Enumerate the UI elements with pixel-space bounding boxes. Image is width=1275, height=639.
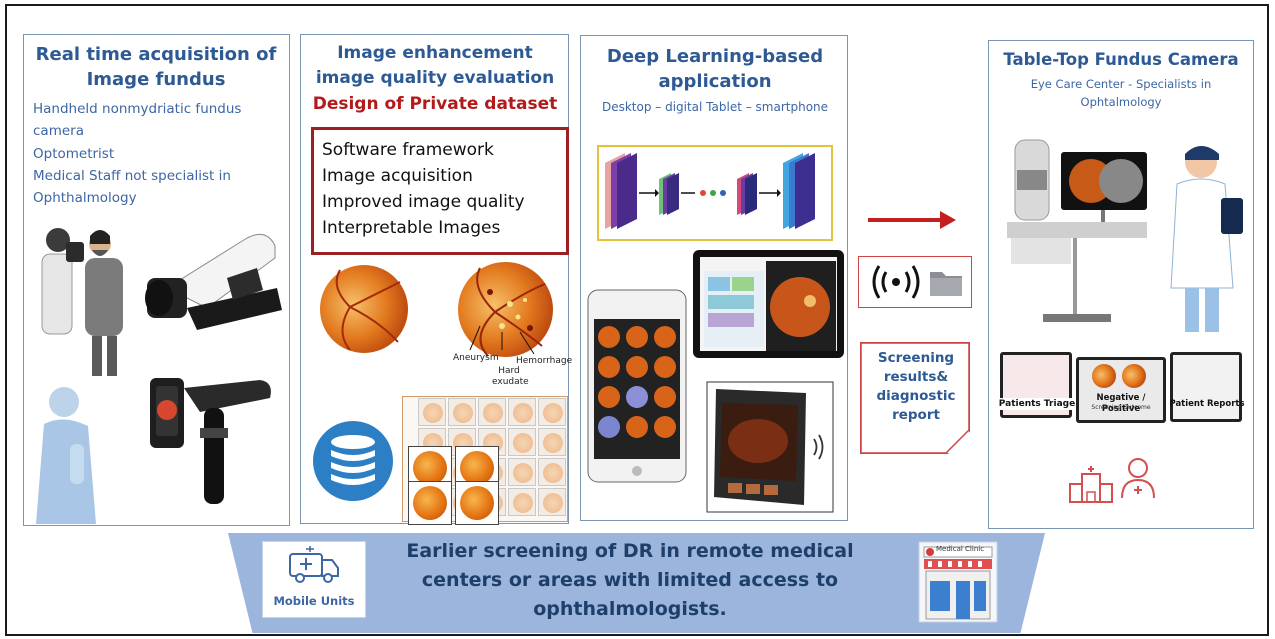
acquisition-title: Real time acquisition of Image fundus [35,44,277,90]
private-dataset-title: Design of Private dataset [312,94,558,114]
deep-learning-subtitle: Desktop – digital Tablet – smartphone [601,100,829,114]
tablet-wireless-illustration [706,381,834,513]
report-callout [860,342,970,454]
tabletop-camera-illustration [1007,139,1147,322]
deep-learning-title: Deep Learning-based application [606,46,824,92]
dataset-grid-thumbnail [543,403,563,423]
dataset-grid-cell [538,428,566,456]
tabletop-subtitle: Eye Care Center - Specialists in Ophtalm… [1030,77,1212,109]
acquisition-line-1: Handheld nonmydriatic fundus camera [33,101,242,139]
dataset-grid-thumbnail [453,403,473,423]
framework-line-4: Interpretable Images [322,218,501,238]
dataset-grid-cell [508,398,536,426]
monitor-screening-outcome-label: Negative / Positive [1096,393,1146,414]
framework-line-3: Improved image quality [322,192,525,212]
optometrist-illustration [41,228,123,376]
ophthalmoscope-illustration [150,378,271,504]
dataset-grid-cell [448,398,476,426]
dataset-grid-cell [478,398,506,426]
hospital-icon [1069,466,1113,503]
monitor-fundus-left [1092,364,1116,388]
doctor-illustration [1170,146,1243,332]
database-icon [313,421,393,501]
framework-line-1: Software framework [322,140,494,160]
dataset-grid-thumbnail [543,493,563,513]
dataset-grid-thumbnail [543,433,563,453]
tablet-app-illustration [693,250,844,358]
tabletop-title: Table-Top Fundus Camera [1003,50,1239,69]
handheld-camera-illustration [145,233,282,330]
dataset-grid-cell [538,488,566,516]
monitor-screening-outcome-sublabel: Screening Outcome [1091,404,1151,411]
selected-fundus-thumbnail [460,451,494,485]
dataset-grid-cell [538,458,566,486]
dataset-grid-thumbnail [543,463,563,483]
acquisition-line-3: Medical Staff not specialist in Ophthalm… [33,168,231,206]
dataset-grid-thumbnail [423,403,443,423]
selected-fundus-thumbnail [460,486,494,520]
dataset-grid-thumbnail [513,463,533,483]
wireless-folder-icon [872,265,962,299]
patient-illustration [36,387,96,524]
report-callout-border [860,342,970,454]
medical-clinic-illustration [918,541,998,623]
selected-fundus-thumbnail [413,451,447,485]
dataset-grid-cell [508,488,536,516]
dataset-grid-thumbnail [513,403,533,423]
dataset-grid-cell [508,458,536,486]
monitor-patient-reports [1170,352,1242,422]
dataset-grid-thumbnail [513,433,533,453]
monitor-fundus-right [1122,364,1146,388]
dataset-grid-cell [508,428,536,456]
dataset-grid-thumbnail [483,403,503,423]
dataset-grid-cell [418,398,446,426]
monitor-patient-reports-label: Patient Reports [1169,399,1245,409]
framework-box [311,127,569,255]
banner-text: Earlier screening of DR in remote medica… [406,540,854,620]
cnn-architecture-diagram [597,145,833,241]
label-hemorrhage: Hemorrhage [516,356,573,366]
acquisition-line-2: Optometrist [33,146,115,162]
mobile-units-label: Mobile Units [273,594,355,608]
retina-vessels-overlay [335,267,546,357]
framework-line-2: Image acquisition [322,166,473,186]
report-text: Screening results& diagnostic report [876,350,956,423]
enhancement-title-line-1: Image enhancement [337,43,533,63]
label-hard-exudate: Hard exudate [492,366,529,387]
smartphone-app-illustration [587,289,687,483]
monitor-screening-outcome [1076,357,1166,423]
selected-fundus-cell [408,481,452,525]
selected-fundus-thumbnail [413,486,447,520]
monitor-patients-triage-label: Patients Triage [998,398,1076,410]
dataset-grid-cell [538,398,566,426]
dataset-grid-thumbnail [513,493,533,513]
enhancement-title-line-2: image quality evaluation [315,68,555,88]
label-aneurysm: Aneurysm [453,353,499,363]
selected-fundus-cell [455,481,499,525]
red-arrow-icon [868,211,956,229]
medic-icon [1121,458,1155,499]
ambulance-icon [289,546,339,583]
medical-clinic-label: Medical Clinic [936,545,985,553]
